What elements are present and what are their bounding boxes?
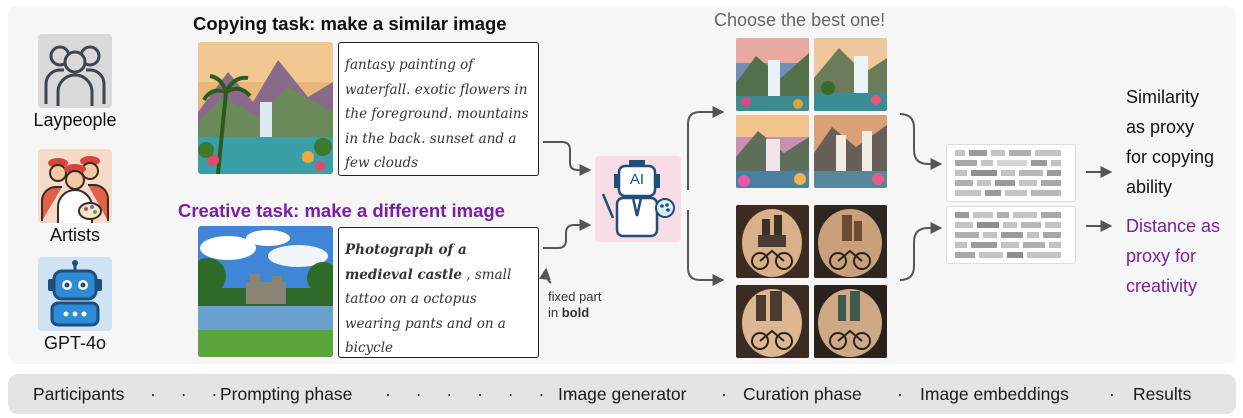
phase-curation: Curation phase (743, 384, 862, 404)
phase-separator: · (897, 384, 913, 404)
phase-separator: · · · (150, 384, 228, 404)
fixed-note-prefix: in (548, 305, 562, 320)
embedding-vector-icon (955, 212, 1061, 258)
phase-separator: · (1109, 384, 1125, 404)
target-waterfall-painting (198, 42, 333, 174)
participant-label: Laypeople (33, 110, 117, 130)
generated-waterfall-image-1[interactable] (736, 38, 809, 111)
generated-castle-tattoo-image-3[interactable] (736, 285, 809, 358)
result-distance-line: Distance as (1126, 216, 1221, 236)
generated-castle-tattoo-image-4[interactable] (814, 285, 887, 358)
copying-prompt-box[interactable]: fantasy painting of waterfall. exotic fl… (338, 42, 539, 176)
creative-prompt-text: , small tattoo on a octopus wearing pant… (345, 266, 512, 357)
generator-ai-label: AI (629, 171, 645, 188)
phase-participants: Participants (33, 384, 125, 404)
result-similarity-line: as proxy (1126, 117, 1195, 137)
result-distance-line: proxy for (1126, 246, 1197, 266)
participant-artists: Artists (30, 149, 120, 246)
generated-waterfall-image-4[interactable] (814, 115, 887, 188)
phase-results: Results (1133, 384, 1192, 404)
phase-image-embeddings: Image embeddings (920, 384, 1069, 404)
participant-gpt4o: GPT-4o (30, 257, 120, 354)
phase-separator: · (721, 384, 737, 404)
participant-label: GPT-4o (43, 333, 107, 353)
fixed-note-bold: bold (561, 305, 590, 320)
arrow-waterfalls-to-embedding (899, 113, 943, 170)
artists-with-palette-icon (38, 149, 112, 223)
robot-icon (38, 257, 112, 331)
fixed-part-note: fixed part in bold (548, 289, 601, 321)
participant-label: Artists (49, 225, 100, 245)
result-similarity-line: ability (1126, 177, 1173, 197)
generated-waterfall-image-3[interactable] (736, 115, 809, 188)
phase-separator: · · · · · · · (385, 384, 585, 404)
image-generator-box: AI (595, 156, 681, 242)
creative-prompt-box[interactable]: Photograph of a medieval castle , small … (338, 227, 539, 358)
copying-prompt-text: fantasy painting of waterfall. exotic fl… (345, 57, 529, 171)
phase-image-generator: Image generator (558, 384, 687, 404)
curation-title: Choose the best one! (714, 10, 886, 30)
generated-castle-tattoo-image-1[interactable] (736, 205, 809, 278)
arrow-creative-to-generator (543, 219, 592, 249)
result-distance: Distance as proxy for creativity (1126, 211, 1220, 301)
generated-waterfall-image-2[interactable] (814, 38, 887, 111)
fixed-note-line1: fixed part (548, 289, 602, 304)
participant-laypeople: Laypeople (30, 34, 120, 131)
ai-robot-artist-icon (601, 160, 675, 238)
result-similarity-line: Similarity (1126, 87, 1200, 107)
arrow-generator-to-waterfalls (687, 106, 725, 190)
arrow-copying-to-generator (543, 141, 592, 176)
phase-prompting: Prompting phase (220, 384, 353, 404)
embedding-block-creative (946, 206, 1076, 264)
result-similarity-line: for copying (1126, 147, 1215, 167)
generated-castle-tattoo-image-2[interactable] (814, 205, 887, 278)
embedding-vector-icon (955, 150, 1061, 196)
arrow-fixed-note (538, 267, 552, 284)
arrow-castles-to-embedding (899, 222, 943, 281)
target-castle-photo (198, 226, 333, 357)
result-distance-line: creativity (1126, 276, 1198, 296)
arrow-generator-to-castles (687, 210, 725, 286)
creative-task-title: Creative task: make a different image (178, 200, 505, 221)
group-of-people-icon (38, 34, 112, 108)
embedding-block-copying (946, 144, 1076, 202)
phase-bar (8, 374, 1236, 414)
creative-prompt-fixed-part: Photograph of a medieval castle (345, 242, 467, 283)
copying-task-title: Copying task: make a similar image (193, 13, 507, 34)
result-similarity: Similarity as proxy for copying ability (1126, 82, 1214, 202)
